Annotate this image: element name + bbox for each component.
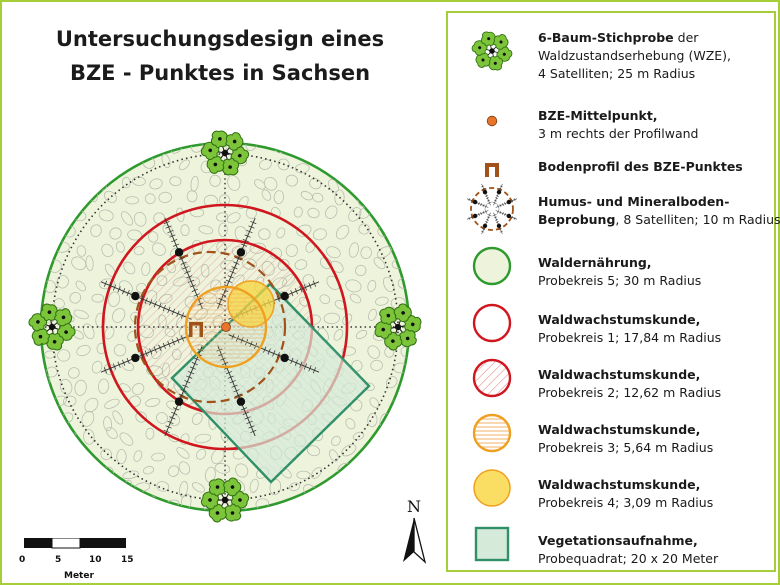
legend-title: 6-Baum-Stichprobe xyxy=(538,30,674,45)
soil-sampling-icon xyxy=(466,183,518,235)
legend-text-7: Waldwachstumskunde, Probekreis 2; 12,62 m… xyxy=(538,366,721,402)
circle-probekreis-1 xyxy=(101,203,349,451)
scale-label-15: 15 xyxy=(121,555,134,565)
north-arrow-icon: N xyxy=(403,497,427,564)
scale-bar: 0 5 10 15 Meter xyxy=(19,538,134,581)
legend-line2: 3 m rechts der Profilwand xyxy=(538,126,699,141)
diagram-title: Untersuchungsdesign eines BZE - Punktes … xyxy=(30,22,410,90)
scale-label-10: 10 xyxy=(89,555,102,565)
soil-profile-icon xyxy=(485,163,499,177)
legend-line2: Probequadrat; 20 x 20 Meter xyxy=(538,551,719,566)
legend-title: Waldwachstumskunde, xyxy=(538,367,701,382)
scale-label-5: 5 xyxy=(55,555,61,565)
legend-title: Humus- und Mineralboden- xyxy=(538,194,730,209)
legend-line2-bold: Beprobung xyxy=(538,212,616,227)
legend-title: Waldernährung, xyxy=(538,255,652,270)
legend-line2: Probekreis 1; 17,84 m Radius xyxy=(538,330,722,345)
legend-line2: Probekreis 3; 5,64 m Radius xyxy=(538,440,714,455)
legend-title: Waldwachstumskunde, xyxy=(538,477,701,492)
legend-line2: , 8 Satelliten; 10 m Radius xyxy=(615,212,780,227)
legend-title: Waldwachstumskunde, xyxy=(538,312,701,327)
legend-line2: Waldzustandserhebung (WZE), xyxy=(538,48,732,63)
scale-label-0: 0 xyxy=(19,555,25,565)
legend-title: Waldwachstumskunde, xyxy=(538,422,701,437)
legend-line2: Probekreis 4; 3,09 m Radius xyxy=(538,495,714,510)
square-green-icon xyxy=(474,526,510,562)
bze-center-point-icon xyxy=(221,322,231,332)
legend-title: Bodenprofil des BZE-Punktes xyxy=(538,159,743,174)
wze-tree-satellites xyxy=(28,130,422,523)
legend-text-10: Vegetationsaufnahme, Probequadrat; 20 x 2… xyxy=(538,532,718,568)
center-dot-icon xyxy=(486,115,498,127)
legend-text-2: BZE-Mittelpunkt, 3 m rechts der Profilwan… xyxy=(538,107,698,143)
legend-text-5: Waldernährung, Probekreis 5; 30 m Radius xyxy=(538,254,701,290)
circle-soil-sampling-ring xyxy=(133,250,287,404)
legend-title-rest: der xyxy=(673,30,699,45)
north-label: N xyxy=(407,497,421,516)
title-line-2: BZE - Punktes in Sachsen xyxy=(69,61,371,85)
circle-green-icon xyxy=(472,246,512,286)
circle-orange-hatched-icon xyxy=(472,413,512,453)
plot-design-map xyxy=(28,130,422,523)
legend-line2: Probekreis 5; 30 m Radius xyxy=(538,273,702,288)
legend-title: Vegetationsaufnahme, xyxy=(538,533,698,548)
legend-text-4: Humus- und Mineralboden- Beprobung, 8 Sat… xyxy=(538,193,780,229)
legend-text-9: Waldwachstumskunde, Probekreis 4; 3,09 m … xyxy=(538,476,713,512)
circle-yellow-filled-icon xyxy=(473,469,511,507)
legend-title: BZE-Mittelpunkt, xyxy=(538,108,658,123)
title-line-1: Untersuchungsdesign eines xyxy=(55,27,385,51)
scale-unit: Meter xyxy=(64,571,94,581)
circle-red-hatched-icon xyxy=(472,358,512,398)
legend-text-6: Waldwachstumskunde, Probekreis 1; 17,84 m… xyxy=(538,311,721,347)
legend-text-3: Bodenprofil des BZE-Punktes xyxy=(538,158,743,176)
soil-profile-icon xyxy=(189,322,203,337)
legend-text-8: Waldwachstumskunde, Probekreis 3; 5,64 m … xyxy=(538,421,713,457)
circle-red-icon xyxy=(472,303,512,343)
tree-cluster-icon xyxy=(471,31,513,71)
legend-line3: 4 Satelliten; 25 m Radius xyxy=(538,66,696,81)
legend-line2: Probekreis 2; 12,62 m Radius xyxy=(538,385,722,400)
